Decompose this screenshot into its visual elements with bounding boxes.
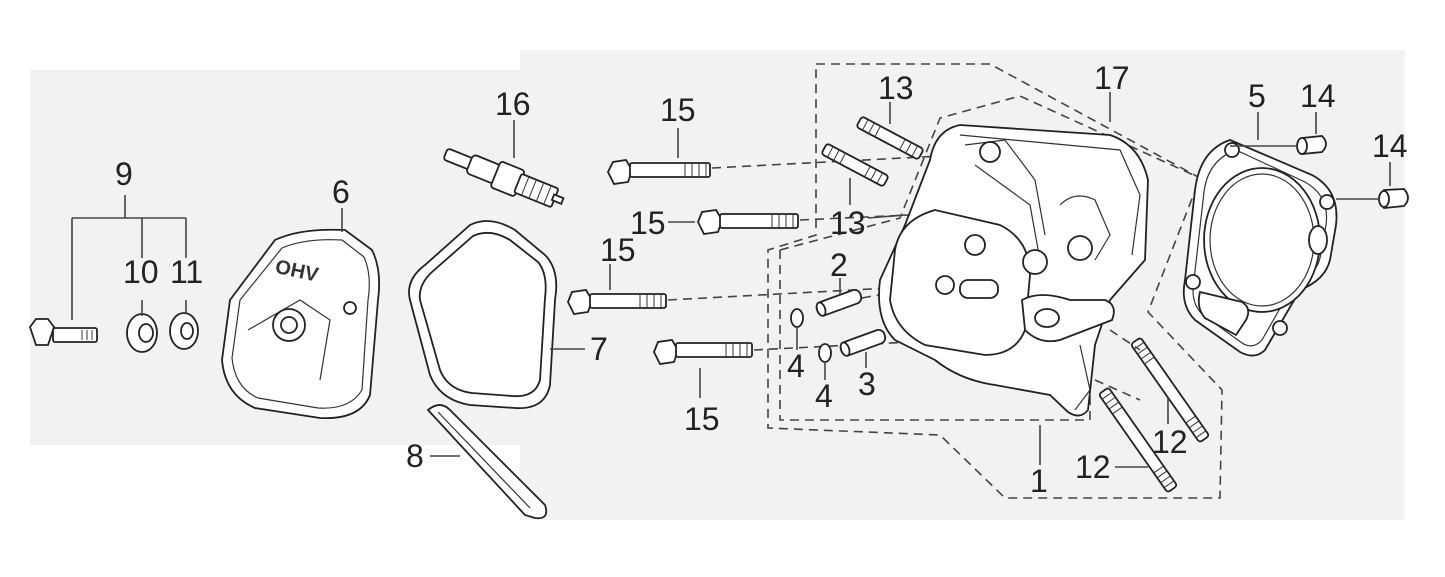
- label-part-14-upper: 14: [1300, 78, 1336, 114]
- label-part-13-upper: 13: [878, 70, 914, 106]
- label-part-7: 7: [590, 331, 608, 367]
- label-part-1: 1: [1030, 463, 1048, 499]
- label-part-15-top: 15: [660, 92, 696, 128]
- valve-cover-6: OHV: [221, 228, 381, 419]
- label-part-12-lower: 12: [1075, 449, 1111, 485]
- head-gasket-5: [1182, 139, 1338, 357]
- cylinder-head-1: [878, 124, 1149, 417]
- label-part-5: 5: [1248, 78, 1266, 114]
- stud-13-top: [856, 116, 924, 160]
- label-part-15-bottom: 15: [684, 401, 720, 437]
- valve-guide-2: [815, 289, 863, 317]
- bolt-15-top: [606, 159, 711, 185]
- cover-gasket-7: [408, 220, 558, 409]
- breather-tube-8: [426, 404, 548, 520]
- valve-guide-3: [839, 329, 887, 357]
- label-part-17: 17: [1094, 60, 1130, 96]
- label-part-3: 3: [858, 366, 876, 402]
- label-part-16: 16: [495, 86, 531, 122]
- stud-13-bottom: [821, 143, 889, 187]
- label-part-11: 11: [170, 254, 203, 290]
- label-part-14-lower: 14: [1372, 128, 1408, 164]
- bolt-15-bottom: [653, 339, 753, 365]
- label-part-4-upper: 4: [787, 348, 805, 384]
- bolt-15-second: [697, 209, 799, 235]
- label-part-8: 8: [406, 438, 424, 474]
- bolt-9: [28, 318, 98, 346]
- dowel-pin-14-upper: [1296, 135, 1327, 155]
- stud-12-lower: [1098, 387, 1178, 493]
- bolt-15-third: [567, 289, 667, 315]
- label-part-9: 9: [115, 156, 133, 192]
- label-part-2: 2: [830, 247, 848, 283]
- label-part-12-upper: 12: [1152, 424, 1188, 460]
- label-part-15-third: 15: [600, 232, 636, 268]
- stud-12-upper: [1130, 337, 1210, 443]
- nut-11: [169, 312, 199, 350]
- label-part-15-second: 15: [630, 205, 666, 241]
- label-part-10: 10: [123, 254, 159, 290]
- assembly-outline-1: [779, 95, 1201, 421]
- dowel-pin-14-lower: [1378, 188, 1409, 209]
- label-part-6: 6: [332, 174, 350, 210]
- label-part-4-lower: 4: [815, 378, 833, 414]
- spark-plug-16: [443, 148, 565, 208]
- label-part-13-lower: 13: [830, 205, 866, 241]
- washer-10: [126, 313, 158, 353]
- o-ring-4-lower: [818, 343, 832, 363]
- o-ring-4-upper: [790, 308, 804, 328]
